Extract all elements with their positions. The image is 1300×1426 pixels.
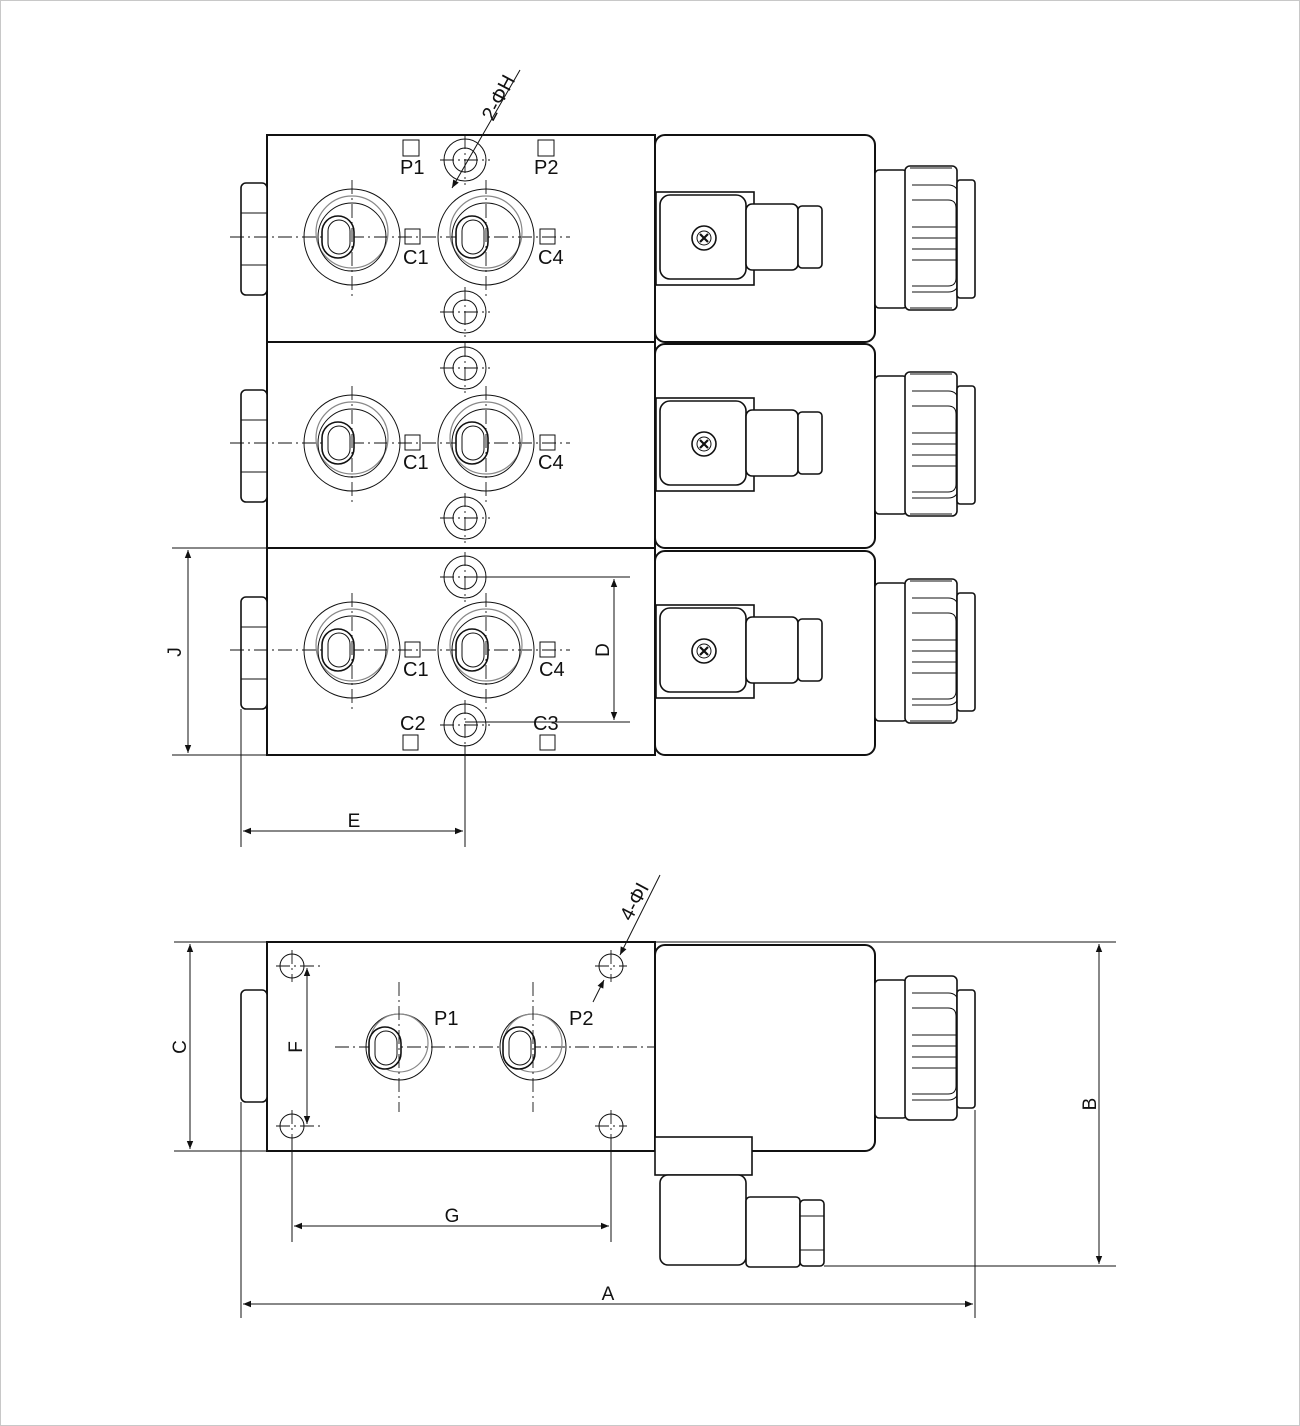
cartridge-port-right — [437, 593, 535, 713]
port-label: P1 — [400, 157, 424, 179]
port-p1 — [365, 982, 433, 1112]
port-marker-c1 — [404, 641, 421, 658]
dimension-f: F — [286, 968, 311, 1124]
svg-text:F: F — [286, 1041, 307, 1053]
port-label: C3 — [533, 713, 559, 735]
port-label: C2 — [400, 713, 426, 735]
cartridge-port-right — [437, 180, 535, 300]
port-marker-c4 — [539, 641, 556, 658]
cartridge-port-left — [303, 386, 401, 506]
dimension-g: G — [291, 1138, 612, 1242]
dimension-j: J — [165, 547, 267, 756]
port-label: C1 — [403, 659, 429, 681]
dimension-d: D — [465, 576, 630, 723]
svg-text:4-ΦI: 4-ΦI — [616, 879, 654, 924]
valve-block-2: C1 C4 — [230, 341, 976, 549]
port-marker-c2 — [402, 734, 419, 751]
connector-screw-icon — [691, 638, 717, 664]
port-marker-c1 — [404, 228, 421, 245]
hex-plug — [240, 389, 268, 503]
svg-text:A: A — [602, 1284, 615, 1305]
corner-hole-tl — [276, 950, 322, 982]
port-marker-c4 — [539, 434, 556, 451]
side-view: P1 P2 — [170, 874, 1116, 1318]
port-label: P2 — [534, 157, 558, 179]
port-label: P2 — [569, 1008, 593, 1030]
solenoid-coil — [654, 944, 976, 1152]
hex-plug — [240, 596, 268, 710]
port-label: P1 — [434, 1008, 458, 1030]
svg-text:G: G — [445, 1206, 460, 1227]
cartridge-port-right — [437, 386, 535, 506]
svg-text:J: J — [165, 647, 186, 657]
port-marker-c3 — [539, 734, 556, 751]
dimension-e: E — [240, 709, 466, 847]
port-marker-p1 — [402, 139, 420, 157]
solenoid-coil — [654, 550, 976, 756]
port-label: C1 — [403, 247, 429, 269]
top-view: P1 P2 C1 C4 — [165, 69, 976, 847]
solenoid-coil — [654, 343, 976, 549]
port-marker-c4 — [539, 228, 556, 245]
port-label: C1 — [403, 452, 429, 474]
mounting-hole-bottom — [440, 287, 490, 337]
svg-text:D: D — [593, 643, 614, 657]
mounting-hole-top — [440, 135, 490, 185]
port-label: C4 — [539, 659, 565, 681]
port-label: C4 — [538, 247, 564, 269]
cartridge-port-left — [303, 593, 401, 713]
port-marker-p2 — [537, 139, 555, 157]
dimension-a: A — [240, 1102, 976, 1318]
valve-block-1: P1 P2 C1 C4 — [230, 134, 976, 343]
mounting-hole-bottom — [440, 493, 490, 543]
port-label: C4 — [538, 452, 564, 474]
svg-text:B: B — [1080, 1098, 1101, 1111]
solenoid-coil — [654, 134, 976, 343]
dimension-c: C — [170, 941, 267, 1152]
mounting-hole-top — [440, 343, 490, 393]
svg-text:E: E — [348, 811, 361, 832]
cartridge-port-left — [303, 180, 401, 300]
din-connector — [654, 1136, 825, 1268]
manifold-body — [266, 941, 656, 1152]
hex-plug — [240, 182, 268, 296]
dimension-b: B — [655, 941, 1116, 1267]
port-p2 — [499, 982, 567, 1112]
port-marker-c1 — [404, 434, 421, 451]
connector-screw-icon — [691, 431, 717, 457]
hex-plug — [240, 989, 268, 1103]
svg-text:2-ΦH: 2-ΦH — [478, 71, 520, 124]
valve-block-3: C1 C4 C2 C3 — [230, 547, 976, 756]
corner-hole-tr — [595, 950, 627, 982]
svg-text:C: C — [170, 1040, 191, 1054]
connector-screw-icon — [691, 225, 717, 251]
